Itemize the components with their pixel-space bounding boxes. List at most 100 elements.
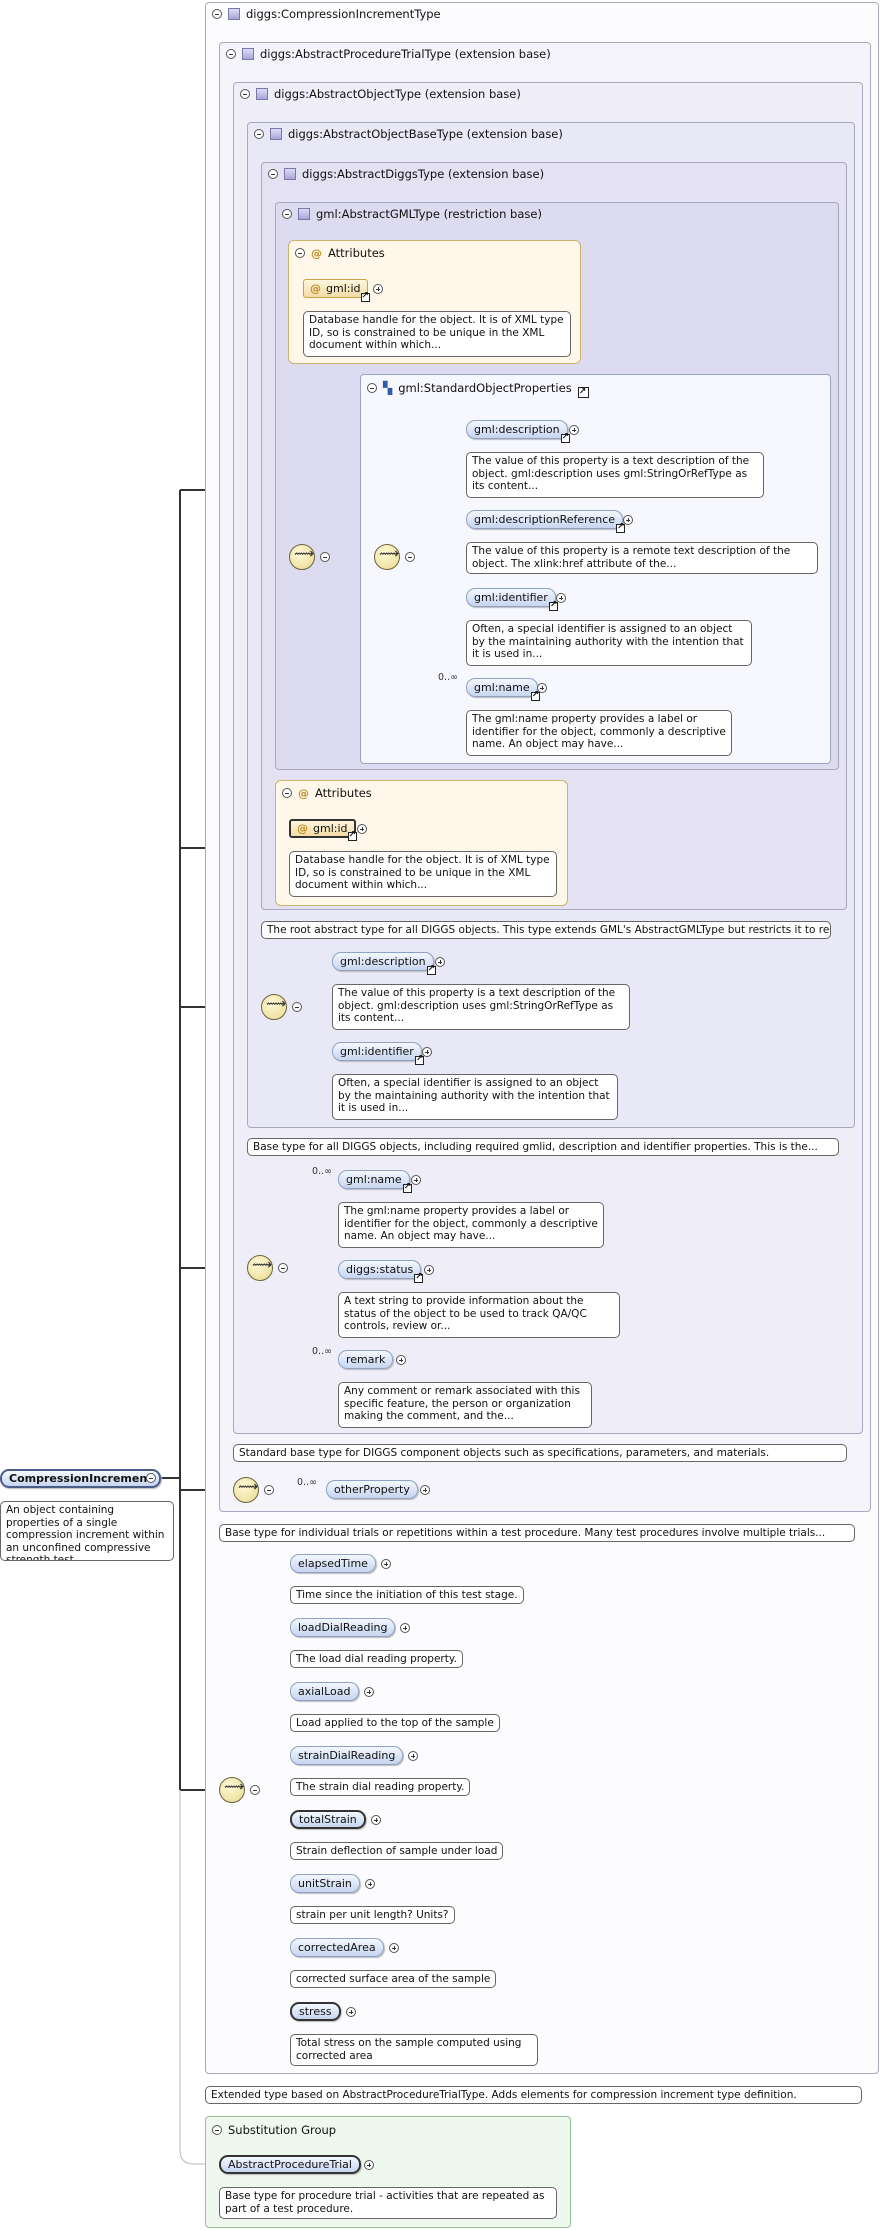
expand-icon[interactable] [537, 683, 547, 693]
collapse-icon[interactable] [292, 1002, 302, 1012]
gml-type-header[interactable]: gml:AbstractGMLType (restriction base) [282, 207, 542, 221]
element-axialLoad[interactable]: axialLoad [290, 1682, 359, 1701]
element-label: gml:description [340, 955, 426, 968]
element-gml-description[interactable]: gml:description [466, 420, 570, 443]
element-gml-name[interactable]: gml:name [338, 1170, 412, 1193]
expand-icon[interactable] [381, 1559, 391, 1569]
element-gml-description[interactable]: gml:description [332, 952, 436, 975]
object-type-header[interactable]: diggs:AbstractObjectType (extension base… [240, 87, 521, 101]
expand-icon[interactable] [420, 1485, 430, 1495]
attributes-title: Attributes [315, 786, 372, 800]
collapse-icon[interactable] [212, 9, 222, 19]
element-label: totalStrain [299, 1813, 357, 1826]
root-element-doc: An object containing properties of a sin… [0, 1501, 174, 1561]
sequence-compositor-icon[interactable] [374, 544, 400, 570]
expand-icon[interactable] [569, 425, 579, 435]
sequence-compositor-icon[interactable] [233, 1477, 259, 1503]
element-doc: Load applied to the top of the sample [290, 1714, 500, 1732]
collapse-icon[interactable] [212, 2125, 222, 2135]
element-strainDialReading[interactable]: strainDialReading [290, 1746, 404, 1765]
expand-icon[interactable] [357, 824, 367, 834]
sequence-compositor-icon[interactable] [261, 994, 287, 1020]
reference-arrow-icon [402, 1181, 412, 1193]
element-doc: Strain deflection of sample under load [290, 1842, 504, 1860]
element-remark[interactable]: remark [338, 1350, 394, 1369]
type-label: diggs:AbstractProcedureTrialType (extens… [260, 47, 551, 61]
collapse-icon[interactable] [278, 1263, 288, 1273]
expand-icon[interactable] [435, 957, 445, 967]
complex-type-icon [298, 208, 310, 220]
expand-icon[interactable] [424, 1265, 434, 1275]
element-stress[interactable]: stress [290, 2002, 341, 2021]
expand-icon[interactable] [371, 1815, 381, 1825]
object-base-type-header[interactable]: diggs:AbstractObjectBaseType (extension … [254, 127, 563, 141]
sequence-compositor-icon[interactable] [289, 544, 315, 570]
collapse-icon[interactable] [146, 1473, 156, 1483]
collapse-icon[interactable] [240, 89, 250, 99]
gml-id-attribute[interactable]: @ gml:id [303, 279, 370, 302]
compression-increment-type-header[interactable]: diggs:CompressionIncrementType [212, 7, 441, 21]
expand-icon[interactable] [389, 1943, 399, 1953]
substitution-group-header[interactable]: Substitution Group [212, 2123, 336, 2137]
reference-arrow-icon [616, 521, 626, 533]
collapse-icon[interactable] [282, 788, 292, 798]
element-doc: Base type for procedure trial - activiti… [219, 2187, 557, 2219]
gml-id-attribute[interactable]: @ gml:id [289, 819, 357, 841]
diggs-type-header[interactable]: diggs:AbstractDiggsType (extension base) [268, 167, 544, 181]
collapse-icon[interactable] [282, 209, 292, 219]
reference-arrow-icon: ↗ [577, 386, 589, 398]
collapse-icon[interactable] [264, 1485, 274, 1495]
element-correctedArea[interactable]: correctedArea [290, 1938, 384, 1957]
element-doc: The gml:name property provides a label o… [466, 710, 732, 756]
element-label: strainDialReading [298, 1749, 396, 1762]
collapse-icon[interactable] [226, 49, 236, 59]
element-gml-identifier[interactable]: gml:identifier [466, 588, 558, 611]
element-otherProperty[interactable]: otherProperty [326, 1480, 418, 1499]
type-label: diggs:AbstractDiggsType (extension base) [302, 167, 545, 181]
complex-type-icon [270, 128, 282, 140]
expand-icon[interactable] [422, 1047, 432, 1057]
collapse-icon[interactable] [320, 552, 330, 562]
attributes-header[interactable]: @ Attributes [295, 246, 385, 260]
element-totalStrain[interactable]: totalStrain [290, 1810, 366, 1829]
standard-object-properties-header[interactable]: ▚ gml:StandardObjectProperties ↗ [367, 381, 589, 398]
element-loadDialReading[interactable]: loadDialReading [290, 1618, 396, 1637]
reference-arrow-icon [414, 1053, 424, 1065]
expand-icon[interactable] [364, 2160, 374, 2170]
expand-icon[interactable] [411, 1175, 421, 1185]
diggs-attributes-box: @ Attributes @ gml:id Database handle fo… [275, 780, 568, 906]
expand-icon[interactable] [364, 1687, 374, 1697]
element-doc: A text string to provide information abo… [338, 1292, 620, 1338]
collapse-icon[interactable] [405, 552, 415, 562]
collapse-icon[interactable] [268, 169, 278, 179]
expand-icon[interactable] [400, 1623, 410, 1633]
collapse-icon[interactable] [250, 1785, 260, 1795]
sequence-compositor-icon[interactable] [219, 1777, 245, 1803]
element-elapsedTime[interactable]: elapsedTime [290, 1554, 376, 1573]
collapse-icon[interactable] [254, 129, 264, 139]
element-label: gml:name [346, 1173, 402, 1186]
expand-icon[interactable] [408, 1751, 418, 1761]
element-unitStrain[interactable]: unitStrain [290, 1874, 360, 1893]
element-label: correctedArea [298, 1941, 376, 1954]
expand-icon[interactable] [556, 593, 566, 603]
reference-arrow-icon [360, 290, 370, 302]
collapse-icon[interactable] [367, 383, 377, 393]
sequence-compositor-icon[interactable] [247, 1255, 273, 1281]
attributes-header[interactable]: @ Attributes [282, 786, 372, 800]
expand-icon[interactable] [396, 1355, 406, 1365]
reference-arrow-icon [530, 689, 540, 701]
collapse-icon[interactable] [295, 248, 305, 258]
expand-icon[interactable] [365, 1879, 375, 1889]
element-diggs-status[interactable]: diggs:status [338, 1260, 424, 1283]
expand-icon[interactable] [623, 515, 633, 525]
procedure-trial-type-header[interactable]: diggs:AbstractProcedureTrialType (extens… [226, 47, 551, 61]
element-CompressionIncrement[interactable]: CompressionIncrement [0, 1469, 162, 1488]
expand-icon[interactable] [346, 2007, 356, 2017]
expand-icon[interactable] [373, 284, 383, 294]
element-gml-descriptionReference[interactable]: gml:descriptionReference [466, 510, 626, 533]
element-doc: Often, a special identifier is assigned … [466, 620, 752, 666]
element-gml-identifier[interactable]: gml:identifier [332, 1042, 424, 1065]
element-AbstractProcedureTrial[interactable]: AbstractProcedureTrial [219, 2155, 361, 2174]
element-gml-name[interactable]: gml:name [466, 678, 540, 701]
